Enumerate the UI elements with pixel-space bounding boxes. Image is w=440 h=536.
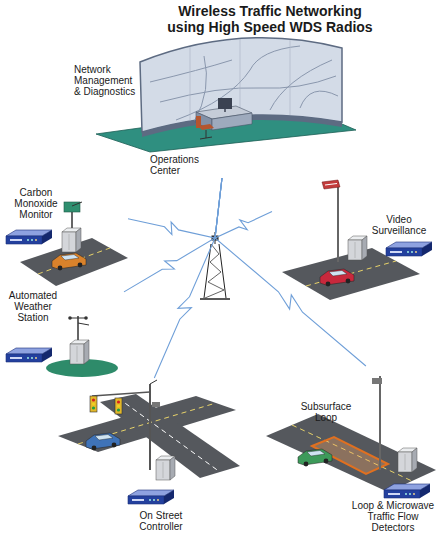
- chair-leg: [206, 130, 207, 138]
- tower-brace: [205, 244, 224, 298]
- node-label: Network Management & Diagnostics: [74, 64, 140, 97]
- weather-site: [6, 316, 118, 377]
- wds-radio: [128, 490, 174, 504]
- antenna: [72, 202, 82, 206]
- lamp: [92, 406, 95, 409]
- blue-car: [86, 433, 120, 450]
- chair-seat: [198, 124, 214, 130]
- node-label: Video Surveillance: [370, 214, 428, 236]
- panel-divider: [240, 39, 241, 115]
- site-node: Network Management & DiagnosticsOperatio…: [70, 36, 360, 178]
- radio-link: [154, 178, 222, 378]
- traffic-light: [90, 396, 97, 412]
- pole: [77, 316, 79, 342]
- monitor-stand: [224, 109, 226, 112]
- site-node: Carbon Monoxide Monitor: [4, 185, 128, 290]
- radio-link: [124, 178, 222, 292]
- wind-vane: [78, 323, 89, 325]
- detector-site: [266, 376, 436, 498]
- wds-radio: [6, 230, 52, 244]
- panel-divider: [190, 47, 191, 121]
- camera-stripe: [325, 184, 337, 186]
- lamp: [92, 402, 95, 405]
- monitor: [218, 98, 232, 109]
- lamp: [92, 398, 95, 401]
- antenna: [150, 380, 157, 384]
- anemometer-cup: [84, 316, 88, 320]
- radio-tower: [200, 232, 230, 299]
- cabinet: [62, 228, 81, 252]
- video-site: [282, 180, 432, 300]
- diagram-title: Wireless Traffic Networking using High S…: [160, 3, 380, 35]
- anemometer-arm: [70, 318, 86, 319]
- road-marking: [306, 261, 396, 286]
- node-label: Automated Weather Station: [4, 290, 62, 323]
- pickup-truck: [52, 253, 86, 270]
- node-label: Carbon Monoxide Monitor: [8, 187, 64, 220]
- node-label: Loop & Microwave Traffic Flow Detectors: [348, 500, 438, 533]
- radio-link: [215, 178, 272, 238]
- node-label: Operations Center: [150, 154, 210, 176]
- camera: [152, 402, 160, 407]
- controller-site: [58, 380, 240, 504]
- wds-radio: [6, 348, 52, 362]
- site-node: Loop & Microwave Traffic Flow Detectors: [268, 366, 438, 536]
- road: [266, 414, 436, 492]
- red-car: [320, 269, 354, 286]
- wds-radio: [384, 484, 430, 498]
- traffic-light: [115, 398, 122, 414]
- cabinet: [70, 340, 89, 364]
- microwave-sensor: [372, 378, 382, 384]
- tower-antenna: [212, 236, 218, 240]
- cabinet: [398, 448, 417, 472]
- wds-radio: [386, 242, 432, 256]
- lamp: [117, 408, 120, 411]
- tower-leg: [204, 244, 211, 298]
- part-label: Subsurface Loop: [298, 401, 354, 423]
- signal-pole: [149, 384, 151, 470]
- radio-link: [128, 178, 222, 238]
- lamp: [117, 400, 120, 403]
- node-label: On Street Controller: [130, 510, 192, 532]
- signal-arm: [92, 392, 150, 396]
- cabinet: [156, 456, 175, 480]
- green-car: [298, 449, 332, 466]
- desk-side: [212, 113, 252, 130]
- pole: [337, 182, 339, 262]
- cabinet: [348, 236, 367, 260]
- site-node: Video Surveillance: [272, 172, 436, 304]
- tower-base: [200, 298, 230, 300]
- radio-link: [215, 178, 366, 366]
- site-node: Automated Weather Station: [4, 288, 124, 380]
- panel-divider: [290, 40, 291, 115]
- map-roads: [150, 46, 338, 122]
- lamp: [117, 404, 120, 407]
- anemometer-cup: [68, 316, 72, 320]
- site-node: On Street Controller: [56, 378, 266, 536]
- video-camera: [322, 180, 340, 189]
- road-marking: [292, 425, 412, 481]
- chair-base: [200, 137, 212, 139]
- pole: [379, 376, 381, 470]
